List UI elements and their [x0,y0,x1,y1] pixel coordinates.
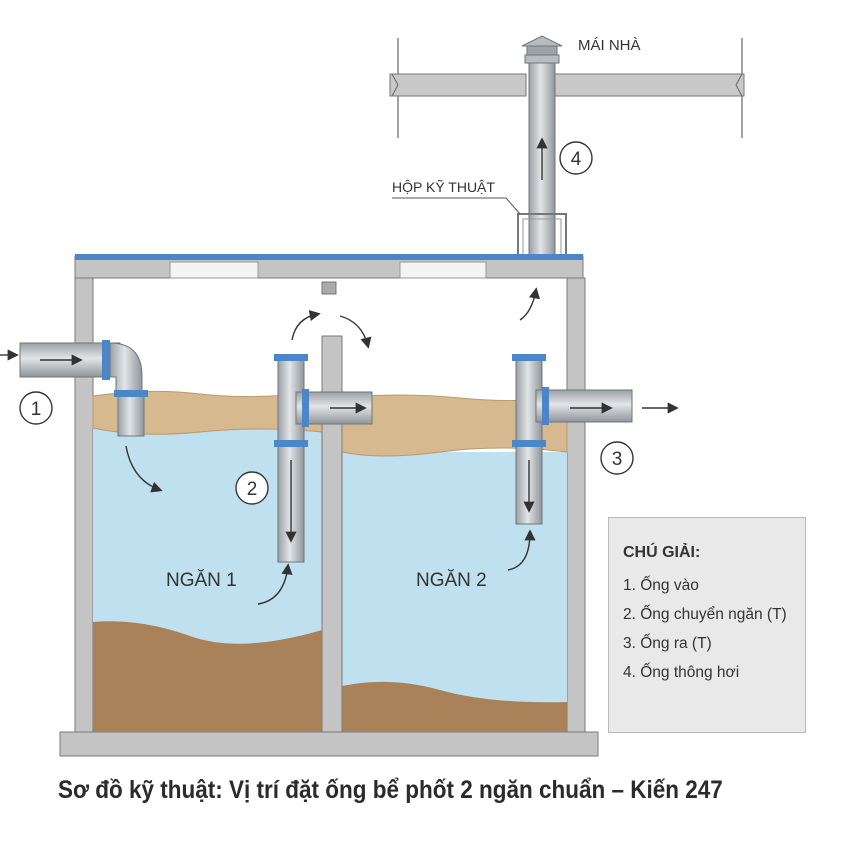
sludge-chamber-1 [93,621,322,732]
svg-text:2: 2 [247,479,258,500]
chamber-1-label: NGĂN 1 [166,570,237,591]
roof-label: MÁI NHÀ [578,37,641,54]
svg-text:4: 4 [571,149,582,170]
legend-box: CHÚ GIẢI: 1. Ống vào 2. Ống chuyển ngăn … [608,517,806,733]
roof-slab [389,38,745,138]
tank-top-slab [74,254,584,295]
outlet-pipe [512,354,679,525]
marker-4: 4 [559,141,593,175]
svg-text:3: 3 [612,449,623,470]
vent-pipe [521,35,563,279]
transfer-pipe [274,354,373,563]
legend-item: 3. Ống ra (T) [623,635,712,652]
svg-text:1: 1 [31,399,42,420]
flow-arrows [125,287,541,605]
sludge-chamber-2 [342,681,567,732]
technical-box [517,213,567,256]
marker-3: 3 [600,441,634,475]
legend-item: 1. Ống vào [623,577,699,594]
legend-item: 4. Ống thông hơi [623,664,740,681]
marker-1: 1 [19,391,53,425]
marker-2: 2 [235,471,269,505]
chamber-2-label: NGĂN 2 [416,570,487,591]
inlet-pipe [0,340,148,437]
partition-wall [321,335,343,733]
legend-item: 2. Ống chuyển ngăn (T) [623,606,787,623]
tech-box-label: HỘP KỸ THUẬT [392,179,495,195]
diagram-caption: Sơ đồ kỹ thuật: Vị trí đặt ống bể phốt 2… [58,776,723,804]
tech-box-leader [392,197,521,215]
legend-title: CHÚ GIẢI: [623,544,701,561]
